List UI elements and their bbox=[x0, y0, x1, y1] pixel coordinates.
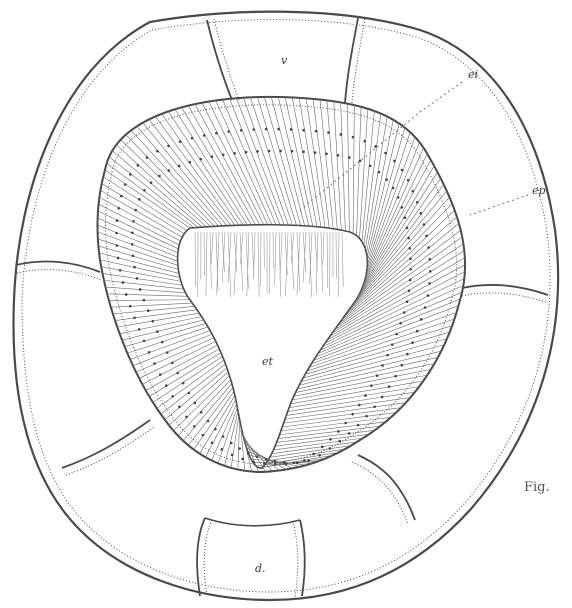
label-v: v bbox=[281, 54, 288, 67]
label-et: et bbox=[262, 355, 274, 368]
label-ei: ei bbox=[468, 68, 478, 81]
label-ep: ep bbox=[532, 184, 546, 197]
label-d: d. bbox=[255, 562, 266, 575]
figure-caption-fragment: Fig. bbox=[524, 480, 550, 495]
